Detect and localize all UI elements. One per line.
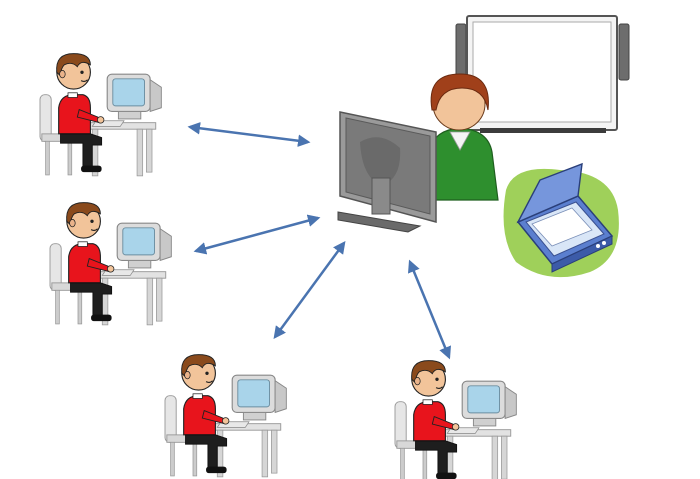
teacher-monitor: [337, 111, 437, 233]
scanner: [503, 162, 619, 278]
teacher-figure: [429, 73, 499, 201]
student-workstation-4: [394, 360, 517, 479]
arrow-teacher-student-1: [187, 122, 311, 147]
connection-arrows: [187, 122, 451, 360]
whiteboard: [455, 15, 630, 133]
arrow-teacher-student-4: [408, 259, 451, 360]
teacher-monitor-stand: [337, 211, 422, 233]
scanner-lid: [516, 162, 583, 224]
arrow-teacher-student-3: [273, 240, 346, 340]
student-workstation-1: [39, 53, 162, 177]
student-workstation-2: [49, 202, 172, 326]
student-workstation-3: [164, 354, 287, 478]
whiteboard-tray: [480, 128, 606, 133]
whiteboard-speaker-left: [455, 23, 467, 81]
arrow-teacher-student-2: [193, 214, 321, 255]
teacher-hair: [430, 73, 489, 111]
whiteboard-speaker-right: [618, 23, 630, 81]
